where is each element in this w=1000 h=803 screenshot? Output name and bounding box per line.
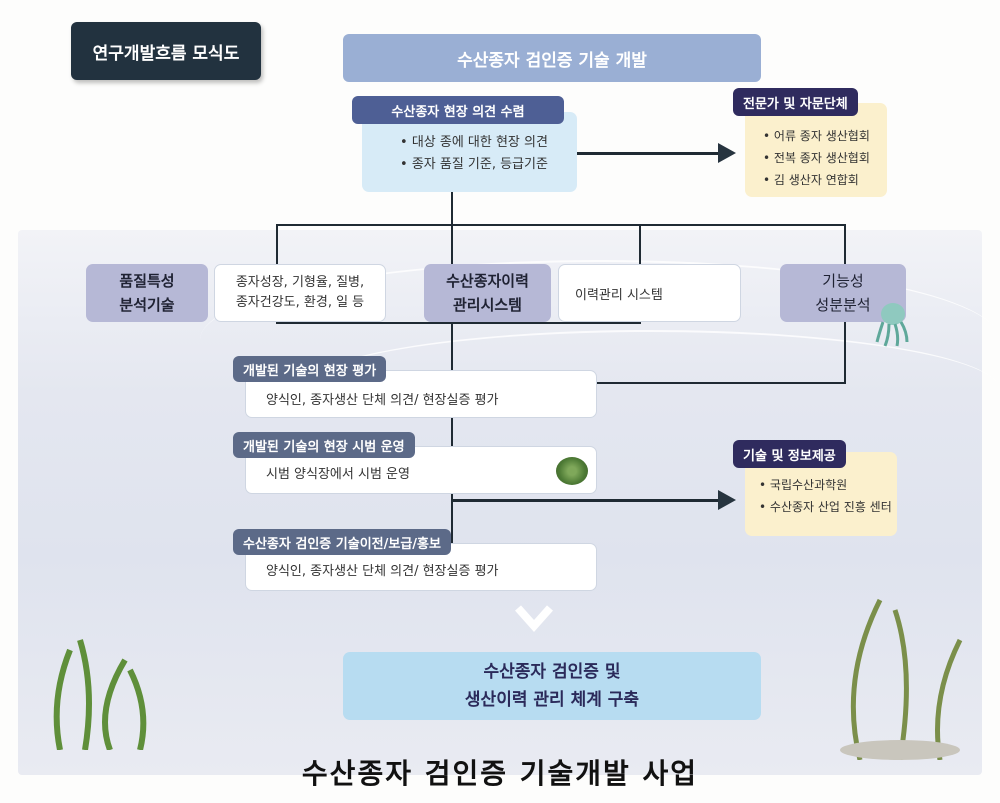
result-text: 수산종자 검인증 및 [483,662,621,682]
info-label: 기술 및 정보제공 [733,440,846,468]
field-opinion-label: 수산종자 현장 의견 수렴 [352,96,564,124]
title-badge: 연구개발흐름 모식도 [71,22,261,80]
page-caption: 수산종자 검인증 기술개발 사업 [301,757,699,790]
functional-title: 성분분석 [815,296,871,314]
expert-item: 어류 종자 생산협회 [763,125,887,147]
arrow-right-icon [718,490,736,510]
field-opinion-item: 종자 품질 기준, 등급기준 [400,154,577,176]
step-label: 개발된 기술의 현장 시범 운영 [233,432,415,458]
connector-line [276,322,641,324]
chevron-down-icon [514,600,554,640]
seaweed-right-illustration [820,590,980,761]
experts-label: 전문가 및 자문단체 [733,88,858,116]
step-label: 수산종자 검인증 기술이전/보급/홍보 [233,529,451,555]
quality-title: 품질특성 [119,272,175,290]
quality-desc: 종자건강도, 환경, 일 등 [235,295,365,310]
history-desc-box: 이력관리 시스템 [558,264,741,322]
connector-line [276,224,846,226]
functional-title: 기능성 [822,272,864,290]
quality-title: 분석기술 [119,296,175,314]
field-opinion-card: 대상 종에 대한 현장 의견종자 품질 기준, 등급기준 [362,112,577,192]
seaweed-left-illustration [40,630,180,752]
history-title: 수산종자이력 [446,272,529,290]
step-desc-text: 시범 양식장에서 시범 운영 [266,467,410,482]
experts-card: 어류 종자 생산협회전복 종자 생산협회김 생산자 연합회 [745,103,887,197]
field-opinion-item: 대상 종에 대한 현장 의견 [400,132,577,154]
expert-item: 김 생산자 연합회 [763,169,887,191]
wave-decoration [200,260,1000,420]
step-label: 개발된 기술의 현장 평가 [233,356,387,382]
expert-item: 전복 종자 생산협회 [763,147,887,169]
connector-line [452,499,722,502]
quality-desc: 종자성장, 기형율, 질병, [235,275,365,290]
connector-line [577,152,722,155]
arrow-right-icon [718,143,736,163]
jellyfish-icon [875,300,909,350]
connector-line [451,192,453,544]
quality-desc-box: 종자성장, 기형율, 질병, 종자건강도, 환경, 일 등 [214,264,386,322]
header-box: 수산종자 검인증 기술 개발 [343,34,761,82]
info-item: 국립수산과학원 [759,474,897,496]
result-text: 생산이력 관리 체계 구축 [464,690,640,710]
connector-line [597,382,846,384]
info-item: 수산종자 산업 진흥 센터 [759,496,897,518]
history-title: 관리시스템 [452,296,522,314]
seaweed-icon [556,457,588,485]
